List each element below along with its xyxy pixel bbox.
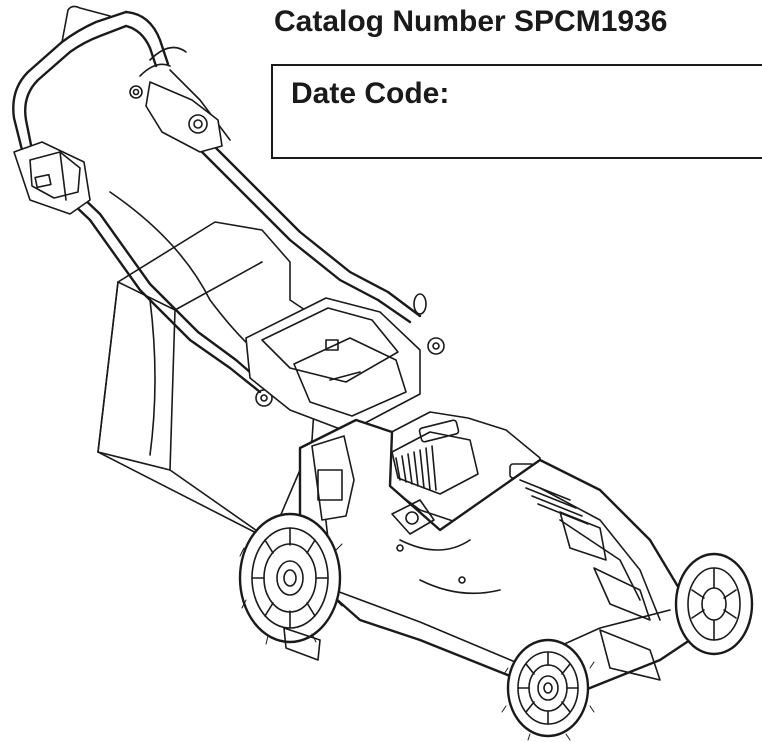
date-code-box: Date Code: bbox=[271, 64, 762, 159]
right-handle-bracket bbox=[130, 48, 222, 153]
rear-left-wheel bbox=[240, 514, 342, 644]
date-code-label: Date Code: bbox=[291, 74, 449, 114]
front-right-wheel bbox=[676, 554, 752, 654]
catalog-number-heading: Catalog Number SPCM1936 bbox=[274, 2, 667, 42]
left-control-box bbox=[14, 142, 90, 214]
